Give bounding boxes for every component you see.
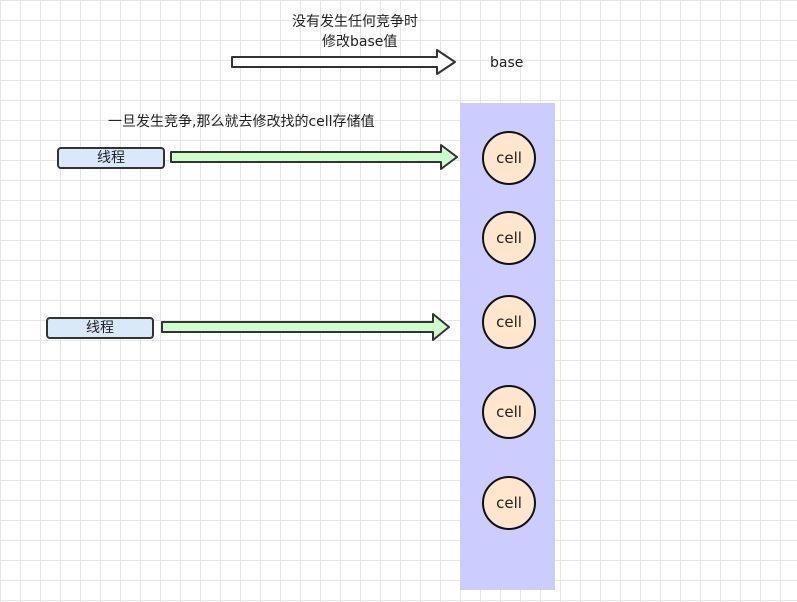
base-label: base (490, 55, 524, 71)
no-contention-label-line2: 修改base值 (322, 34, 398, 50)
contention-label: 一旦发生竞争,那么就去修改找的cell存储值 (108, 114, 375, 130)
thread-box-2[interactable]: 线程 (46, 317, 154, 339)
no-contention-label-line1: 没有发生任何竞争时 (292, 14, 418, 30)
cell-node-2[interactable]: cell (482, 211, 536, 265)
cell-node-5[interactable]: cell (482, 476, 536, 530)
cell-node-4[interactable]: cell (482, 385, 536, 439)
cell-node-3[interactable]: cell (482, 295, 536, 349)
thread-box-1[interactable]: 线程 (57, 147, 165, 169)
cell-node-1[interactable]: cell (482, 131, 536, 185)
